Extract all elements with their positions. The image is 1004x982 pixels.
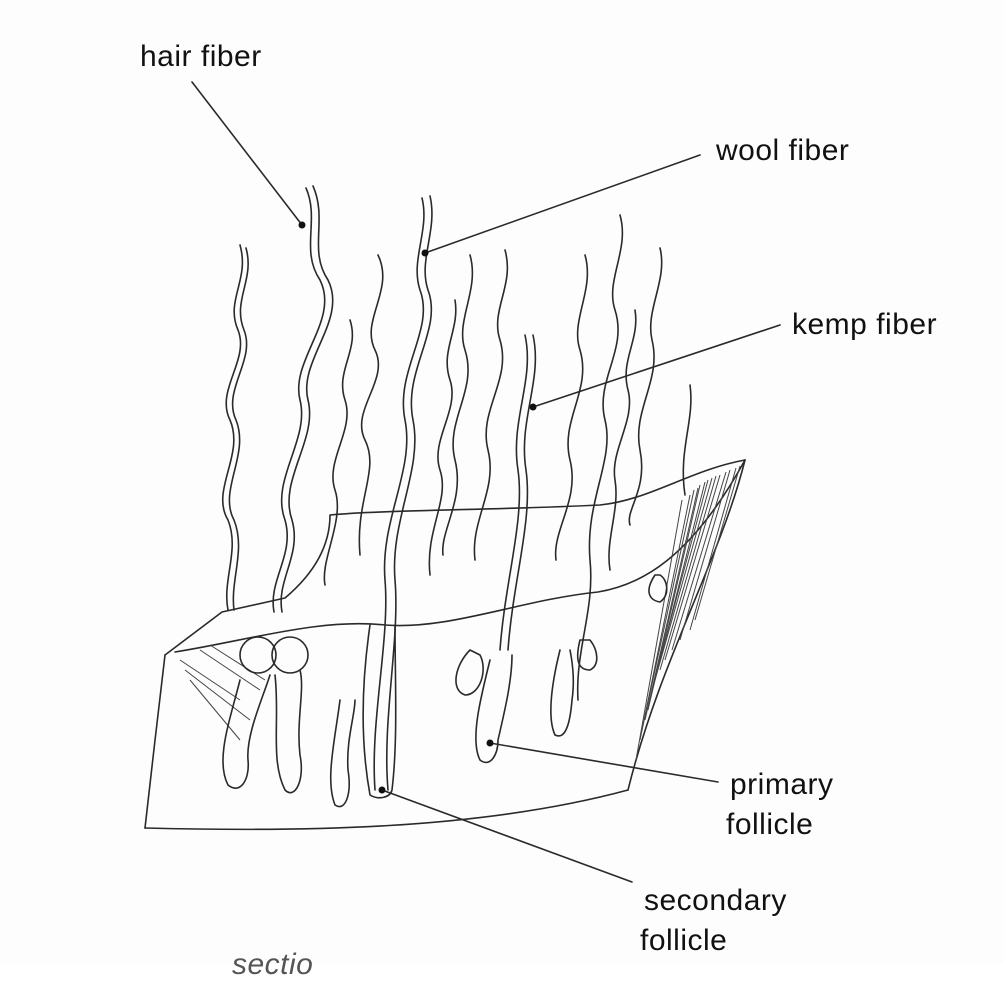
label-secondary-follicle-line2: follicle: [640, 924, 728, 957]
leader-secondary-follicle: [381, 789, 633, 883]
leader-lines: [191, 81, 781, 883]
leader-primary-follicle: [489, 742, 719, 783]
label-hair-fiber: hair fiber: [140, 40, 262, 73]
anchor-secondary-follicle: [378, 786, 386, 794]
anchor-primary-follicle: [486, 739, 494, 747]
anchor-kemp-fiber: [529, 403, 537, 411]
label-wool-fiber: wool fiber: [716, 134, 850, 167]
label-kemp-fiber: kemp fiber: [792, 308, 938, 341]
follicles: [222, 574, 668, 808]
anchor-hair-fiber: [298, 221, 306, 229]
fibers: [222, 185, 692, 791]
anchor-wool-fiber: [421, 249, 429, 257]
label-secondary-follicle-line1: secondary: [644, 884, 787, 917]
label-primary-follicle-line1: primary: [730, 768, 834, 801]
label-primary-follicle-line2: follicle: [726, 808, 814, 841]
leader-kemp-fiber: [532, 324, 781, 408]
leader-hair-fiber: [191, 81, 303, 226]
leader-wool-fiber: [424, 154, 701, 254]
bottom-caption-fragment: sectio: [232, 948, 314, 981]
skin-block: [144, 459, 746, 831]
